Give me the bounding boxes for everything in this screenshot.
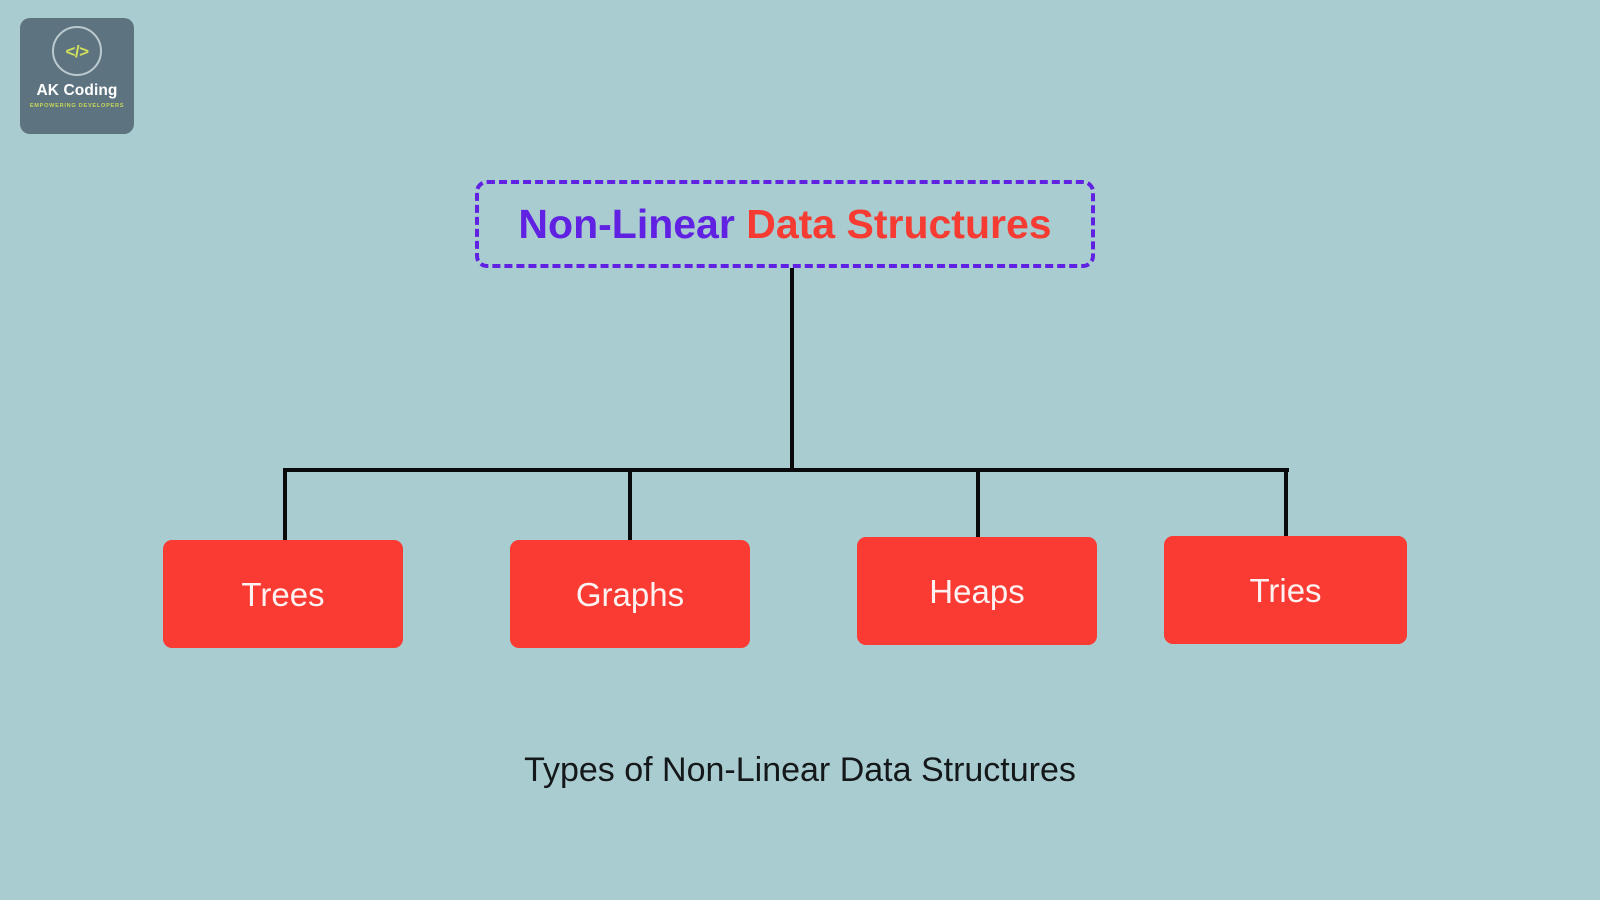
brand-logo: </> AK Coding EMPOWERING DEVELOPERS — [20, 18, 134, 134]
edge-root-trunk — [790, 268, 794, 472]
edge-drop-tries — [1284, 468, 1288, 540]
node-heaps: Heaps — [857, 537, 1097, 645]
node-trees: Trees — [163, 540, 403, 648]
edge-drop-graphs — [628, 468, 632, 544]
root-node-label: Non-Linear Data Structures — [518, 200, 1052, 247]
node-tries-label: Tries — [1249, 571, 1322, 609]
logo-ring-icon — [52, 26, 102, 76]
edge-drop-trees — [283, 468, 287, 544]
node-tries: Tries — [1164, 536, 1407, 644]
edge-horizontal-bus — [283, 468, 1289, 472]
code-brackets-icon: </> — [48, 26, 106, 76]
root-node: Non-Linear Data Structures — [475, 180, 1095, 268]
logo-tagline: EMPOWERING DEVELOPERS — [29, 102, 125, 109]
logo-name: AK Coding — [36, 82, 118, 99]
node-graphs-label: Graphs — [575, 575, 685, 613]
node-heaps-label: Heaps — [929, 572, 1025, 610]
diagram-caption: Types of Non-Linear Data Structures — [524, 751, 1076, 789]
node-trees-label: Trees — [241, 575, 325, 613]
root-title-part-b: Data Structures — [746, 200, 1052, 247]
root-title-part-a: Non-Linear — [518, 200, 735, 247]
node-graphs: Graphs — [510, 540, 750, 648]
logo-code-glyph: </> — [65, 41, 89, 61]
edge-drop-heaps — [976, 468, 980, 544]
